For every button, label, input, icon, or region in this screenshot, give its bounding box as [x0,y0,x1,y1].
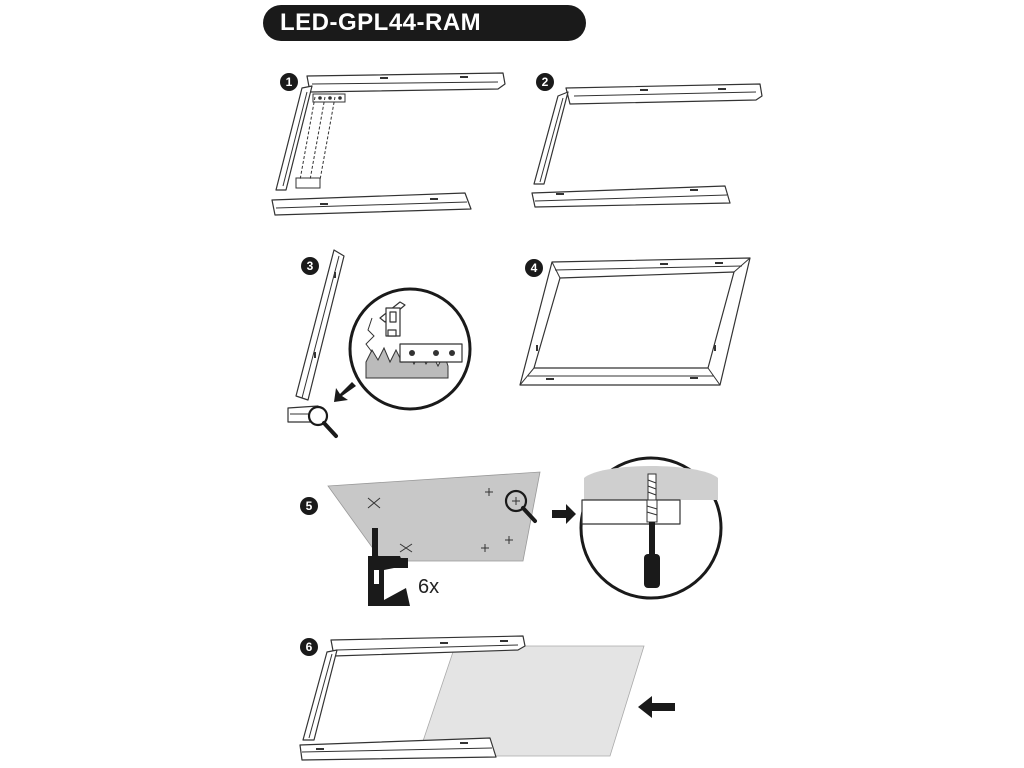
screw-quantity: 6x [418,576,440,598]
drill-icon [368,528,410,606]
arrow-icon [638,696,675,718]
arrow-icon [334,382,356,402]
step-2-badge: 2 [536,73,554,91]
step-5-illustration [327,456,723,606]
step-6-badge: 6 [300,638,318,656]
step-1-badge: 1 [280,73,298,91]
arrow-icon [552,504,576,524]
step-1-illustration [271,72,506,216]
magnifier-icon [307,405,338,438]
step-3-badge: 3 [301,257,319,275]
step-6-illustration [299,635,675,761]
step-2-illustration [531,83,763,208]
magnifier-icon [504,489,537,523]
step-3-illustration [287,249,472,438]
step-4-illustration [519,257,751,386]
title-banner [263,5,586,41]
page-title: LED-GPL44-RAM [280,9,482,36]
screw-icon [646,473,658,523]
step-4-badge: 4 [525,259,543,277]
step-5-badge: 5 [300,497,318,515]
screwdriver-icon [644,522,660,588]
